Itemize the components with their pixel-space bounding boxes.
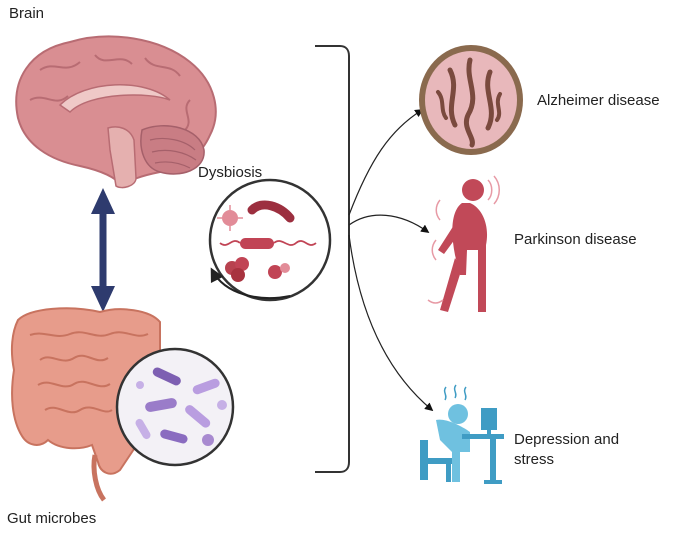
depressed-person-desk-icon bbox=[420, 384, 504, 484]
parkinson-label: Parkinson disease bbox=[514, 231, 637, 248]
dysbiosis-label: Dysbiosis bbox=[198, 164, 263, 181]
dysbiosis-icon bbox=[208, 178, 332, 302]
alzheimer-brain-scan-icon bbox=[419, 45, 523, 155]
disease-arrows bbox=[348, 109, 434, 412]
brain-label: Brain bbox=[9, 5, 45, 22]
alzheimer-label: Alzheimer disease bbox=[537, 92, 660, 109]
parkinson-person-icon bbox=[427, 175, 500, 312]
depression-label: Depression and stress bbox=[514, 431, 620, 468]
microbe-magnifier-icon bbox=[115, 347, 235, 467]
brain-icon bbox=[15, 35, 217, 189]
bidirectional-arrow bbox=[91, 188, 115, 312]
bracket bbox=[315, 45, 350, 473]
gut-microbes-label: Gut microbes bbox=[7, 510, 97, 527]
